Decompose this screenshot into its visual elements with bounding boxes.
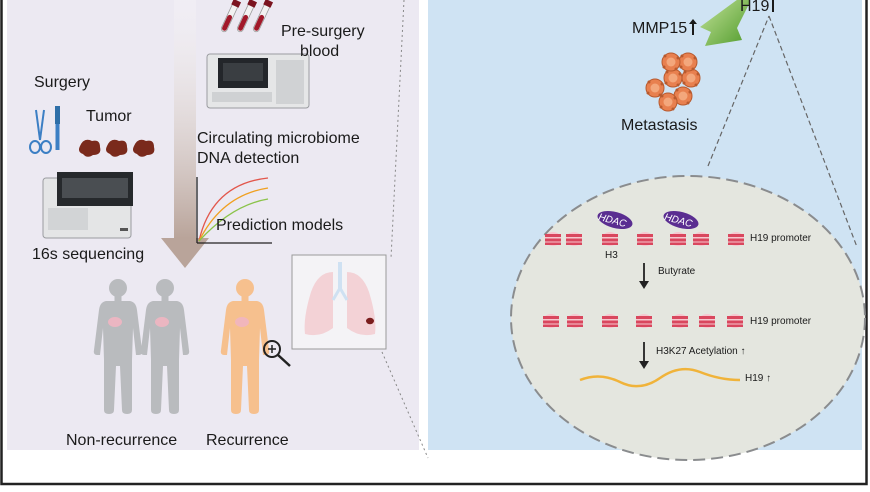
recurrence-label: Recurrence	[206, 432, 289, 449]
scalpel-icon	[55, 106, 60, 150]
leader-line-bottom	[381, 351, 429, 459]
metastasis-label: Metastasis	[621, 117, 698, 134]
lung-lesion	[366, 317, 374, 325]
mmp15-label: MMP15	[632, 19, 698, 38]
blood-label-line2: blood	[300, 43, 340, 60]
sequencer-icon	[42, 172, 133, 239]
lungs-inset	[291, 254, 387, 350]
green-arrow	[700, 0, 750, 46]
nucleus	[510, 175, 866, 461]
h19-promoter-label-2: H19 promoter	[750, 316, 812, 327]
leader-line-top	[390, 0, 405, 259]
prediction-models-label: Prediction models	[216, 217, 344, 234]
zoom-line-right	[768, 15, 858, 248]
prediction-curves-icon	[196, 177, 272, 244]
h19-promoter-label-1: H19 promoter	[750, 233, 812, 244]
workflow-arrow-shaft	[174, 0, 196, 238]
h19-transcript	[579, 367, 741, 388]
butyrate-label: Butyrate	[658, 266, 696, 277]
detection-label-line2: DNA detection	[197, 150, 300, 167]
blood-label-line1: Pre-surgery	[281, 23, 365, 40]
tumor-label: Tumor	[86, 108, 132, 125]
blood-tubes-icon	[220, 0, 274, 33]
hdac-enzyme-2	[663, 210, 699, 230]
surgery-label: Surgery	[34, 74, 91, 91]
zoom-line-left	[707, 15, 770, 167]
chromatin-row-2	[543, 314, 743, 328]
magnifier-icon	[263, 340, 291, 367]
workflow-arrow-head	[161, 238, 209, 268]
acetylation-label: H3K27 Acetylation ↑	[656, 346, 746, 357]
hdac-enzyme-1	[597, 210, 633, 230]
detection-label-line1: Circulating microbiome	[197, 130, 360, 147]
h19-up-label: H19 ↑	[745, 373, 772, 384]
non-recurrence-label: Non-recurrence	[66, 432, 178, 449]
h3-label: H3	[605, 250, 618, 261]
tumor-pieces-icon	[79, 139, 155, 157]
sequencing-label: 16s sequencing	[32, 246, 145, 263]
scissors-icon	[29, 109, 52, 154]
dna-detection-machine-icon	[206, 53, 310, 109]
h19-top-label: H19	[740, 0, 775, 16]
